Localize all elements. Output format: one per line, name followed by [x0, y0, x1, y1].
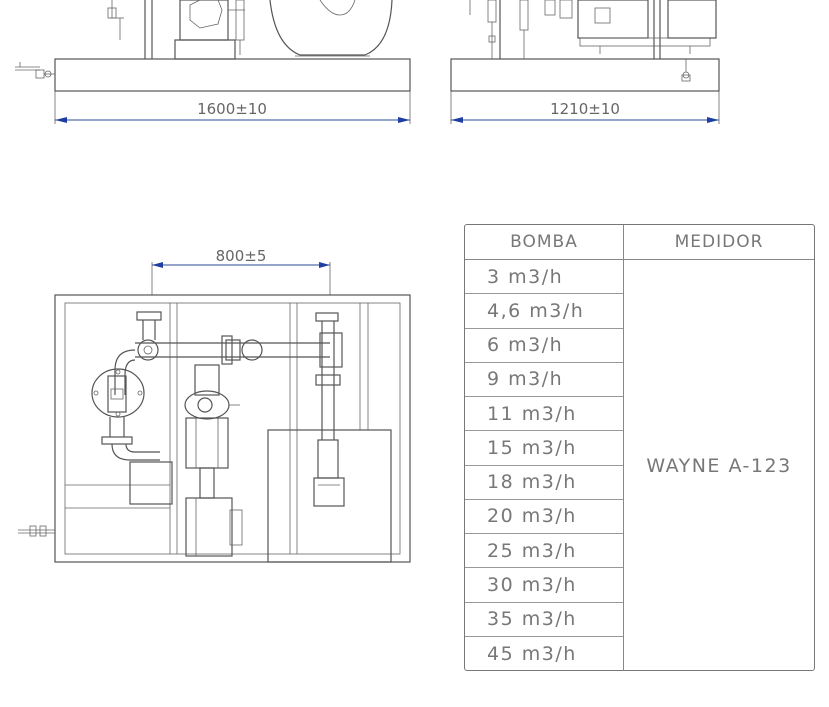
side-valves [469, 0, 573, 59]
bomba-column: 3 m3/h 4,6 m3/h 6 m3/h 9 m3/h 11 m3/h 15… [465, 260, 624, 671]
table-row: 18 m3/h [465, 466, 623, 500]
header-bomba: BOMBA [465, 225, 624, 259]
table-row: 6 m3/h [465, 329, 623, 363]
table-row: 45 m3/h [487, 642, 577, 665]
pump-meter-table: BOMBA MEDIDOR 3 m3/h 4,6 m3/h 6 m3/h 9 m… [464, 224, 815, 671]
table-row: 15 m3/h [465, 431, 623, 466]
front-drain-valve [15, 62, 55, 79]
table-body: 3 m3/h 4,6 m3/h 6 m3/h 9 m3/h 11 m3/h 15… [465, 260, 814, 671]
plan-strainer [91, 311, 173, 505]
plan-meter-box [267, 312, 392, 563]
plan-outer-frame [54, 294, 411, 563]
table-row: 25 m3/h [465, 534, 623, 569]
plan-header-pipe [135, 332, 343, 368]
front-base-skid [54, 58, 411, 92]
side-dimension [450, 91, 720, 124]
plan-dimension-label: 800±5 [216, 247, 267, 265]
plan-dimension [151, 262, 331, 295]
side-elevation: 1210±10 [450, 0, 720, 124]
header-medidor: MEDIDOR [674, 232, 764, 252]
front-pump [174, 0, 245, 60]
side-dimension-label: 1210±10 [550, 100, 620, 118]
side-base-skid [450, 58, 720, 92]
plan-view: 800±5 [18, 247, 411, 563]
plan-drain-valve [18, 525, 55, 537]
table-header: BOMBA MEDIDOR [465, 225, 814, 260]
front-dimension-label: 1600±10 [197, 100, 267, 118]
table-row: 4,6 m3/h [465, 294, 623, 329]
front-drum [269, 0, 393, 57]
medidor-cell: WAYNE A-123 [646, 454, 792, 477]
table-row: 20 m3/h [465, 500, 623, 534]
side-drain-valve [681, 59, 691, 82]
front-elevation: 1600±10 [15, 0, 411, 124]
plan-pump-motor [184, 364, 243, 557]
front-dimension [54, 91, 411, 124]
table-row: 9 m3/h [465, 363, 623, 397]
table-row: 3 m3/h [465, 260, 623, 295]
front-valve-left [107, 0, 124, 40]
table-row: 30 m3/h [465, 568, 623, 603]
table-row: 35 m3/h [465, 603, 623, 637]
side-pump [577, 0, 717, 54]
table-row: 11 m3/h [465, 397, 623, 432]
